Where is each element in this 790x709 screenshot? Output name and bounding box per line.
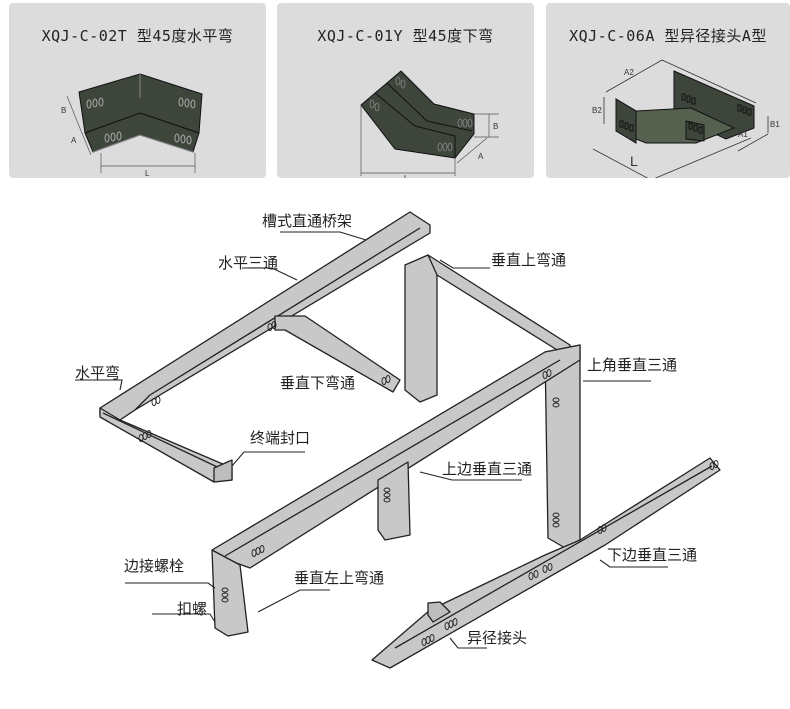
product-title: XQJ-C-02T 型45度水平弯 xyxy=(41,27,234,45)
dim-a: A xyxy=(71,136,77,145)
bottom-tray xyxy=(371,457,721,669)
dim-a1: A1 xyxy=(738,130,748,139)
label-reducer: 异径接头 xyxy=(467,629,528,647)
dim-b: B xyxy=(61,106,66,115)
leader-lines xyxy=(75,231,668,649)
dim-a2: A2 xyxy=(624,68,634,77)
label-top-side-vertical-tee: 上边垂直三通 xyxy=(442,460,533,478)
dim-l: L xyxy=(404,174,409,178)
end-cap xyxy=(213,459,233,483)
vertical-down-bend xyxy=(404,254,438,403)
horizontal-tee xyxy=(274,315,401,393)
label-clip-nut: 扣螺 xyxy=(177,600,208,618)
top-side-vertical-tee xyxy=(377,461,411,541)
label-vertical-left-up-bend: 垂直左上弯通 xyxy=(294,569,385,587)
reducer xyxy=(427,601,451,623)
product-card-down-bend: XQJ-C-01Y 型45度下弯 B A L xyxy=(277,3,534,178)
dim-b1: B1 xyxy=(770,120,780,129)
label-straight-tray: 槽式直通桥架 xyxy=(262,212,353,230)
product-title: XQJ-C-01Y 型45度下弯 xyxy=(317,27,494,45)
dim-a: A xyxy=(478,152,484,161)
dim-b2: B2 xyxy=(592,106,602,115)
label-side-bolt: 边接螺栓 xyxy=(124,557,185,575)
horizontal-bend-drawing: B A L xyxy=(61,73,203,178)
dim-l: L xyxy=(145,169,150,178)
label-horizontal-bend: 水平弯 xyxy=(75,364,121,382)
dim-l: L xyxy=(630,153,638,169)
label-vertical-up-bend: 垂直上弯通 xyxy=(491,251,567,269)
cable-tray-system-diagram xyxy=(75,211,721,669)
down-bend-drawing: B A L xyxy=(360,70,499,178)
dim-b: B xyxy=(493,122,498,131)
label-vertical-down-bend: 垂直下弯通 xyxy=(280,374,356,392)
product-title: XQJ-C-06A 型异径接头A型 xyxy=(569,27,767,45)
product-card-reducer: XQJ-C-06A 型异径接头A型 A2 B2 B1 A1 L xyxy=(546,3,790,178)
vertical-left-up-bend xyxy=(211,549,249,637)
label-top-corner-vertical-tee: 上角垂直三通 xyxy=(587,356,678,374)
label-horizontal-tee: 水平三通 xyxy=(218,254,279,272)
bolt-groups xyxy=(138,321,719,646)
product-card-horizontal-bend: XQJ-C-02T 型45度水平弯 B A L xyxy=(9,3,266,178)
label-end-cap: 终端封口 xyxy=(250,429,311,447)
reducer-drawing: A2 B2 B1 A1 L xyxy=(592,59,780,178)
straight-tray xyxy=(99,211,431,421)
label-bottom-side-vertical-tee: 下边垂直三通 xyxy=(607,546,698,564)
